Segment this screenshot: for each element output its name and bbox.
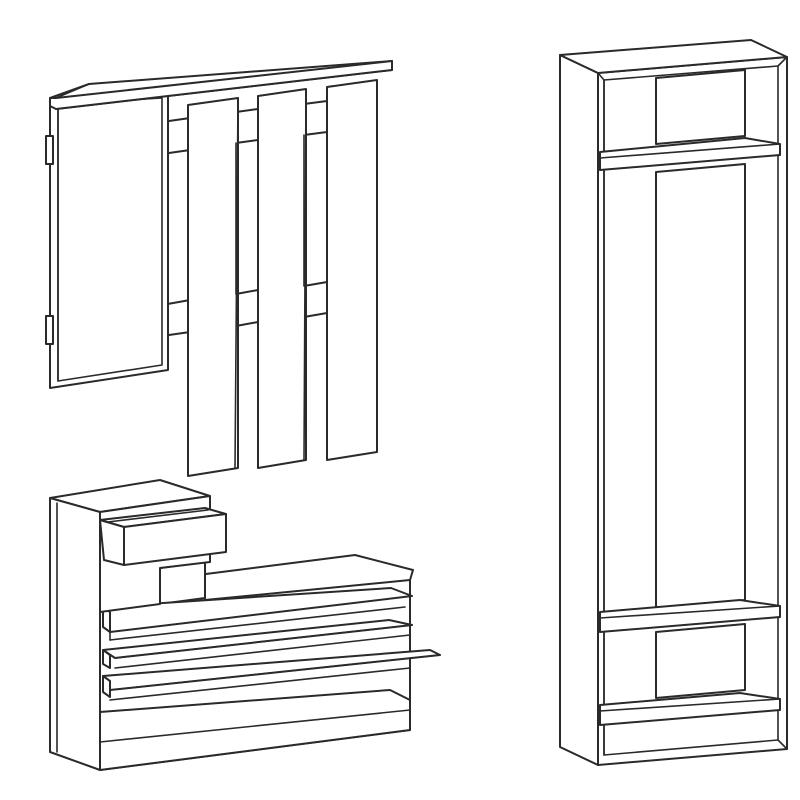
- mirror-door: [49, 93, 169, 389]
- wall-panel-with-mirror: [45, 60, 393, 477]
- wardrobe-inner-edges: [597, 56, 788, 750]
- open-niche: [159, 561, 206, 605]
- shoe-flap-3-open: [102, 649, 441, 698]
- vertical-slat-2: [187, 97, 239, 477]
- drawer: [99, 507, 227, 566]
- hinge-upper: [45, 135, 54, 165]
- top-compartment: [655, 69, 746, 145]
- tall-wardrobe: [559, 39, 788, 766]
- shoe-cabinet: [49, 479, 441, 771]
- upper-shelf: [599, 137, 781, 171]
- bottom-compartment: [655, 623, 746, 699]
- shoe-flap-1: [102, 587, 413, 641]
- lower-shelf: [599, 599, 781, 633]
- hinge-lower: [45, 315, 54, 345]
- shoe-flap-2: [102, 619, 413, 669]
- flap-shadows: [109, 606, 411, 701]
- vertical-slat-3: [257, 88, 307, 469]
- bottom-shelf: [599, 692, 781, 726]
- vertical-slat-4: [326, 79, 378, 461]
- hanging-space: [655, 163, 746, 609]
- shelf-top: [49, 60, 393, 110]
